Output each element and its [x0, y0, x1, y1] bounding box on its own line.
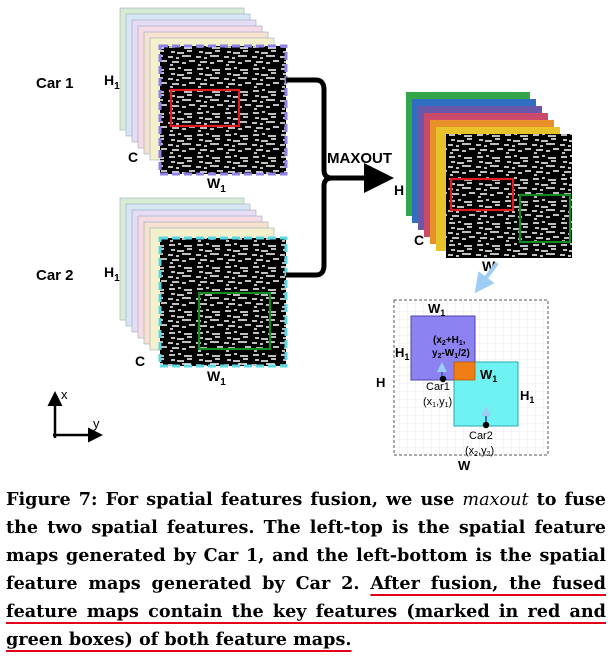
- svg-text:W: W: [458, 458, 471, 473]
- highlighted-caption: After fusion, the fused feature maps con…: [6, 573, 606, 650]
- figure-caption: Figure 7: For spatial features fusion, w…: [6, 489, 606, 650]
- maxout-arrow: [286, 77, 394, 278]
- axis-indicator: x y: [47, 387, 103, 443]
- svg-text:W1: W1: [207, 368, 226, 388]
- svg-text:H: H: [376, 375, 385, 390]
- maxout-italic: maxout: [462, 490, 529, 510]
- car2-dimension-labels: H1 C W1: [104, 264, 226, 388]
- car2-label: Car 2: [36, 267, 74, 284]
- svg-text:W1: W1: [480, 367, 497, 384]
- fused-c-label: C: [414, 232, 424, 248]
- svg-text:(x2,y2): (x2,y2): [465, 445, 494, 458]
- svg-text:(x2+H1,: (x2+H1,: [433, 335, 466, 347]
- fused-green-key-box: [518, 193, 572, 244]
- car1-feature-stack: [119, 7, 288, 176]
- svg-text:H1: H1: [104, 72, 120, 92]
- svg-text:y2-W1/2): y2-W1/2): [432, 348, 470, 360]
- overlap-box: [453, 361, 476, 381]
- car1-dimension-labels: H1 C W1: [104, 72, 226, 195]
- svg-text:H1: H1: [520, 388, 534, 405]
- svg-text:y: y: [93, 416, 100, 431]
- car1-red-key-box: [169, 88, 241, 128]
- svg-text:H1: H1: [104, 264, 120, 284]
- fused-h-label: H: [394, 182, 404, 198]
- car1-label: Car 1: [36, 75, 74, 92]
- fusion-inset: [393, 299, 549, 456]
- svg-text:W1: W1: [428, 301, 445, 318]
- svg-text:H1: H1: [395, 345, 409, 362]
- fusion-figure: Car 1 Car 2 H1 C W1 H1 C W1 MAXOUT H C W: [36, 7, 572, 473]
- maxout-label: MAXOUT: [327, 150, 392, 167]
- svg-text:C: C: [128, 149, 138, 165]
- zoom-arrow: [474, 261, 499, 294]
- svg-text:W1: W1: [207, 175, 226, 195]
- svg-text:Car2: Car2: [469, 430, 493, 442]
- svg-text:Car1: Car1: [426, 381, 450, 393]
- fused-feature-stack: [406, 92, 572, 258]
- svg-text:(x1,y1): (x1,y1): [423, 396, 452, 409]
- car2-feature-stack: [119, 197, 288, 368]
- car2-green-key-box: [197, 291, 272, 351]
- svg-text:C: C: [135, 353, 145, 369]
- fused-red-key-box: [449, 177, 515, 212]
- svg-text:x: x: [61, 387, 68, 402]
